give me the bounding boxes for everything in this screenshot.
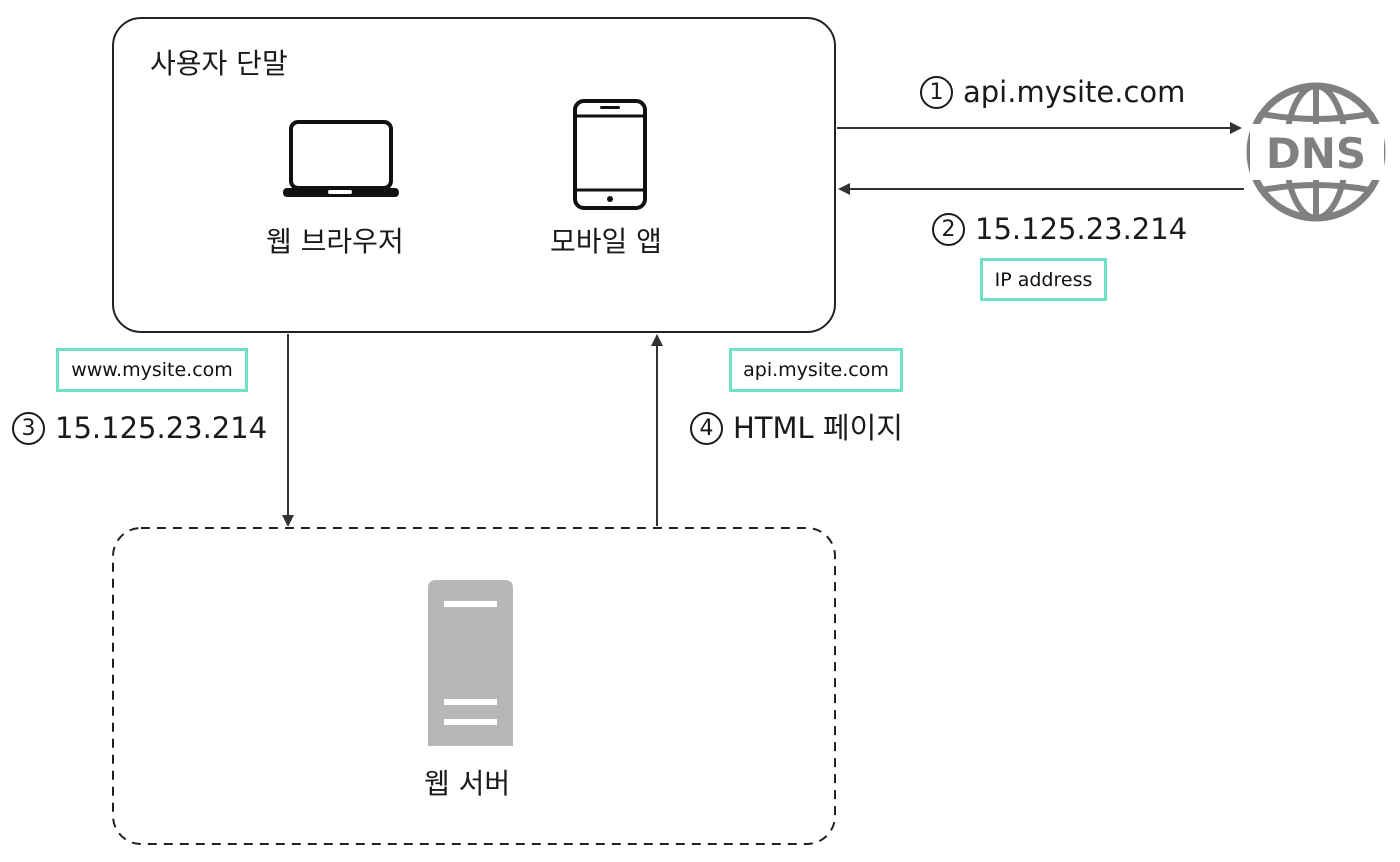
dns-globe-icon: DNS xyxy=(1246,82,1386,222)
web-server-label: 웹 서버 xyxy=(424,767,511,800)
step-4-label: 4 HTML 페이지 xyxy=(690,412,903,445)
step-2-text: 15.125.23.214 xyxy=(975,212,1188,246)
step-2-label: 2 15.125.23.214 xyxy=(932,213,1187,246)
step-3-label: 3 15.125.23.214 xyxy=(12,412,267,445)
step-1-label: 1 api.mysite.com xyxy=(920,76,1185,109)
step-4-number: 4 xyxy=(690,412,723,445)
step-2-number: 2 xyxy=(932,213,965,246)
www-domain-tag: www.mysite.com xyxy=(56,348,248,392)
api-domain-tag: api.mysite.com xyxy=(729,348,903,392)
step-1-number: 1 xyxy=(920,76,953,109)
step-3-number: 3 xyxy=(12,412,45,445)
step-3-text: 15.125.23.214 xyxy=(55,411,268,445)
server-box xyxy=(112,527,836,845)
ip-address-tag: IP address xyxy=(980,258,1107,301)
step-1-text: api.mysite.com xyxy=(963,75,1186,109)
step-4-text: HTML 페이지 xyxy=(733,411,903,445)
mobile-app-label: 모바일 앱 xyxy=(550,225,662,258)
browser-label: 웹 브라우저 xyxy=(266,225,404,258)
laptop-icon xyxy=(283,120,399,197)
client-box xyxy=(112,17,836,333)
dns-icon-text: DNS xyxy=(1266,129,1366,178)
server-icon xyxy=(428,580,513,746)
phone-icon xyxy=(573,99,647,210)
client-group-title: 사용자 단말 xyxy=(150,47,288,80)
